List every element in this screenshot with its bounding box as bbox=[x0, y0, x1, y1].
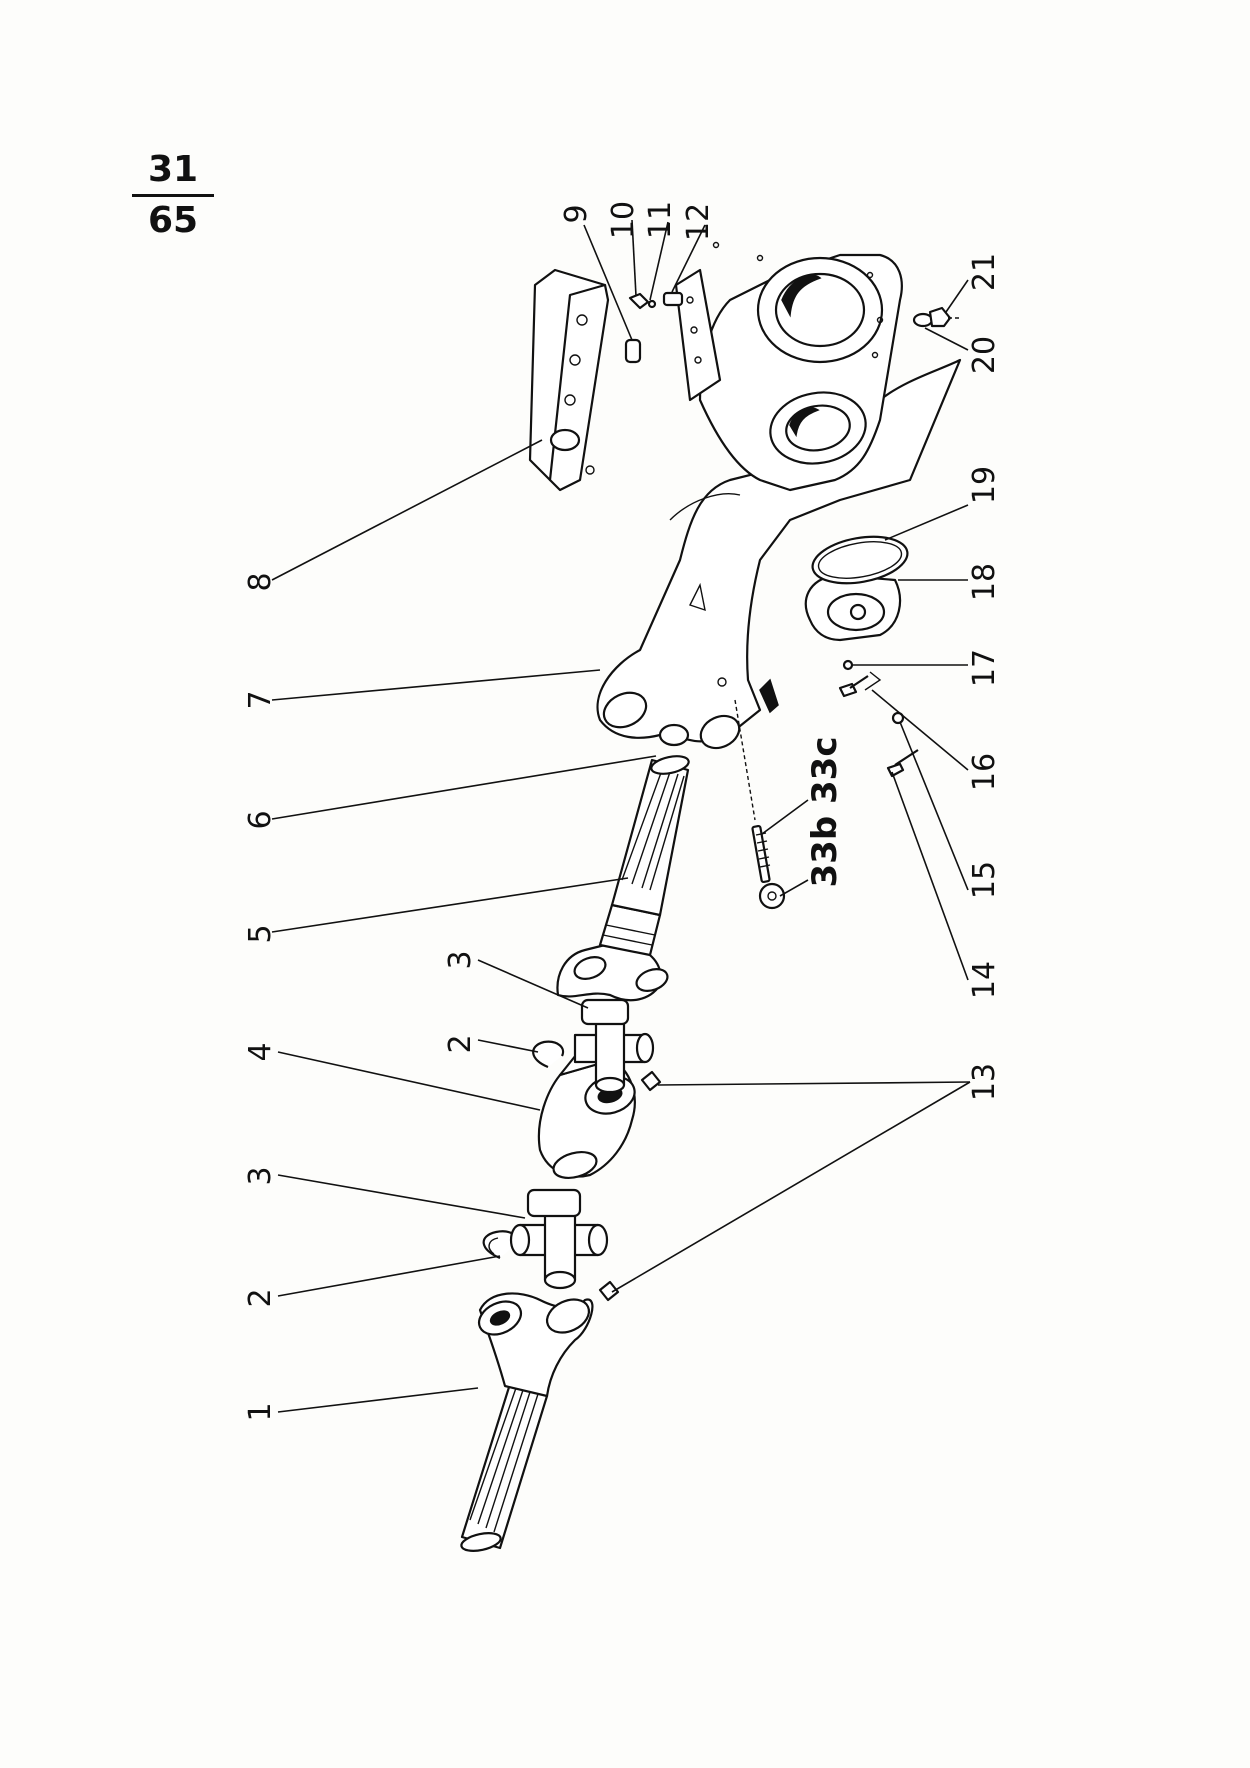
part-3-spider-lower bbox=[509, 1188, 609, 1290]
label-16: 16 bbox=[967, 753, 1002, 791]
label-33b-33c: 33b 33c bbox=[805, 737, 845, 888]
label-3-lower: 3 bbox=[243, 1166, 278, 1185]
part-20-washer bbox=[912, 312, 934, 328]
part-17-washer bbox=[842, 659, 854, 671]
part-19-gasket-ring bbox=[811, 535, 909, 585]
fraction-bar bbox=[132, 194, 214, 197]
page-number-top: 31 bbox=[147, 149, 199, 190]
label-17: 17 bbox=[967, 649, 1002, 687]
parts-14-17-bolts bbox=[838, 659, 919, 778]
label-5: 5 bbox=[243, 924, 278, 943]
page-number-bottom: 65 bbox=[147, 200, 199, 241]
part-3-spider-upper bbox=[573, 998, 655, 1094]
part-16-bolt bbox=[838, 675, 869, 698]
label-18: 18 bbox=[967, 563, 1002, 601]
label-15: 15 bbox=[967, 861, 1002, 899]
label-7: 7 bbox=[243, 690, 278, 709]
part-2-circlip-upper bbox=[532, 1040, 565, 1069]
label-3-upper: 3 bbox=[443, 950, 478, 969]
label-2-lower: 2 bbox=[243, 1288, 278, 1307]
part-21-nut bbox=[928, 306, 952, 328]
label-10: 10 bbox=[606, 201, 641, 239]
lock-spring bbox=[864, 671, 882, 691]
part-15-washer bbox=[891, 711, 905, 725]
part-12-stud bbox=[662, 291, 684, 307]
label-19: 19 bbox=[967, 466, 1002, 504]
label-4: 4 bbox=[243, 1042, 278, 1061]
label-1: 1 bbox=[243, 1402, 278, 1421]
part-7-axle-housing bbox=[596, 358, 962, 750]
part-18-hub-cap bbox=[804, 573, 902, 642]
part-7-differential-casing bbox=[674, 241, 903, 492]
part-8-bracket bbox=[528, 268, 610, 492]
parts-9-12-fasteners bbox=[624, 291, 684, 364]
part-9-pin bbox=[624, 338, 642, 364]
label-9: 9 bbox=[559, 204, 594, 223]
page-number: 31 65 bbox=[132, 150, 214, 241]
part-13-grease-nipple-lower bbox=[598, 1280, 620, 1302]
leader-lines bbox=[271, 219, 971, 1413]
label-21: 21 bbox=[967, 253, 1002, 291]
part-14-bolt-shank bbox=[894, 749, 919, 766]
label-8: 8 bbox=[243, 572, 278, 591]
label-13: 13 bbox=[967, 1063, 1002, 1101]
label-6: 6 bbox=[243, 810, 278, 829]
parts-20-21-nut-washer bbox=[912, 306, 962, 328]
label-14: 14 bbox=[967, 961, 1002, 999]
label-12: 12 bbox=[681, 203, 716, 241]
part-13-grease-nipple-upper bbox=[640, 1070, 662, 1092]
part-11-washer bbox=[647, 299, 657, 309]
label-2-upper: 2 bbox=[443, 1034, 478, 1053]
part-5-splined-shaft bbox=[556, 755, 690, 1002]
part-10-nut bbox=[628, 292, 650, 310]
label-11: 11 bbox=[643, 201, 678, 239]
label-20: 20 bbox=[967, 336, 1002, 374]
parts-33b-33c-stud-nut bbox=[734, 699, 786, 910]
part-14-bolt bbox=[886, 762, 905, 778]
part-labels: 1 2 3 4 5 6 7 8 2 3 9 10 11 12 13 14 15 … bbox=[243, 201, 1002, 1422]
part-1-splined-shaft bbox=[460, 1292, 594, 1552]
